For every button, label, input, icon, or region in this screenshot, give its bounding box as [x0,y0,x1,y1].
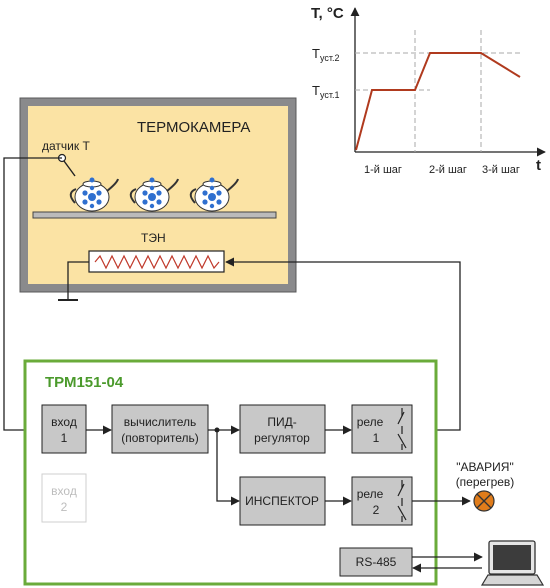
calculator-block [111,404,209,454]
device-title: ТРМ151-04 [45,374,124,391]
ground-wire [67,261,89,299]
chart-temperature-line [355,52,521,151]
trm151-device: ТРМ151-04 вход 1 вход 2 вычислитель (пов… [23,359,438,586]
setpoint-tust1-label: Tуст.1 [312,83,339,100]
rs485-block [339,547,413,577]
thermo-chamber: ТЕРМОКАМЕРА датчик Т ТЭН [19,97,297,293]
step-label-3: 3-й шаг [482,164,520,176]
pid-block [239,404,326,454]
sensor-wire [3,157,62,435]
input2-label: вход [51,484,77,498]
temperature-profile-chart: T, °C t Tуст.2 Tуст.1 1-й шаг 2-й шаг 3-… [311,5,546,176]
pid-sublabel: регулятор [254,431,310,445]
chart-x-axis-label: t [536,157,541,174]
chamber-shelf [32,211,277,219]
inspector-label: ИНСПЕКТОР [245,494,319,508]
rs485-label: RS-485 [356,555,397,569]
setpoint-tust2-label: Tуст.2 [312,46,339,63]
alarm-lamp-icon [473,490,495,512]
chart-y-axis-label: T, °C [311,5,344,22]
relay1-number: 1 [373,431,380,445]
pid-label: ПИД- [267,415,296,429]
sensor-probe [63,160,76,177]
calculator-label: вычислитель [124,415,197,429]
relay2-label: реле [357,487,384,501]
alarm-label: "АВАРИЯ" [456,460,513,474]
laptop-icon [480,540,545,586]
calculator-to-inspector-arrow [216,430,240,506]
relay1-block [351,404,413,454]
relay2-block [351,476,413,526]
input1-block [41,404,87,454]
step-label-2: 2-й шаг [429,164,467,176]
heater-zigzag [94,254,220,270]
alarm-sublabel: (перегрев) [456,475,515,489]
relay1-label: реле [357,415,384,429]
step-label-1: 1-й шаг [364,164,402,176]
sensor-label: датчик Т [42,139,90,153]
chamber-title: ТЕРМОКАМЕРА [137,119,250,136]
input2-block [41,473,87,523]
input1-number: 1 [61,431,68,445]
relay1-switch-icon [397,408,407,450]
heater-label: ТЭН [141,231,166,245]
calculator-sublabel: (повторитель) [121,431,199,445]
relay2-switch-icon [397,480,407,522]
input1-label: вход [51,415,77,429]
junction-dot [214,427,220,433]
input2-number: 2 [61,500,68,514]
inspector-block [239,476,326,526]
relay2-number: 2 [373,503,380,517]
device-frame [23,359,438,586]
